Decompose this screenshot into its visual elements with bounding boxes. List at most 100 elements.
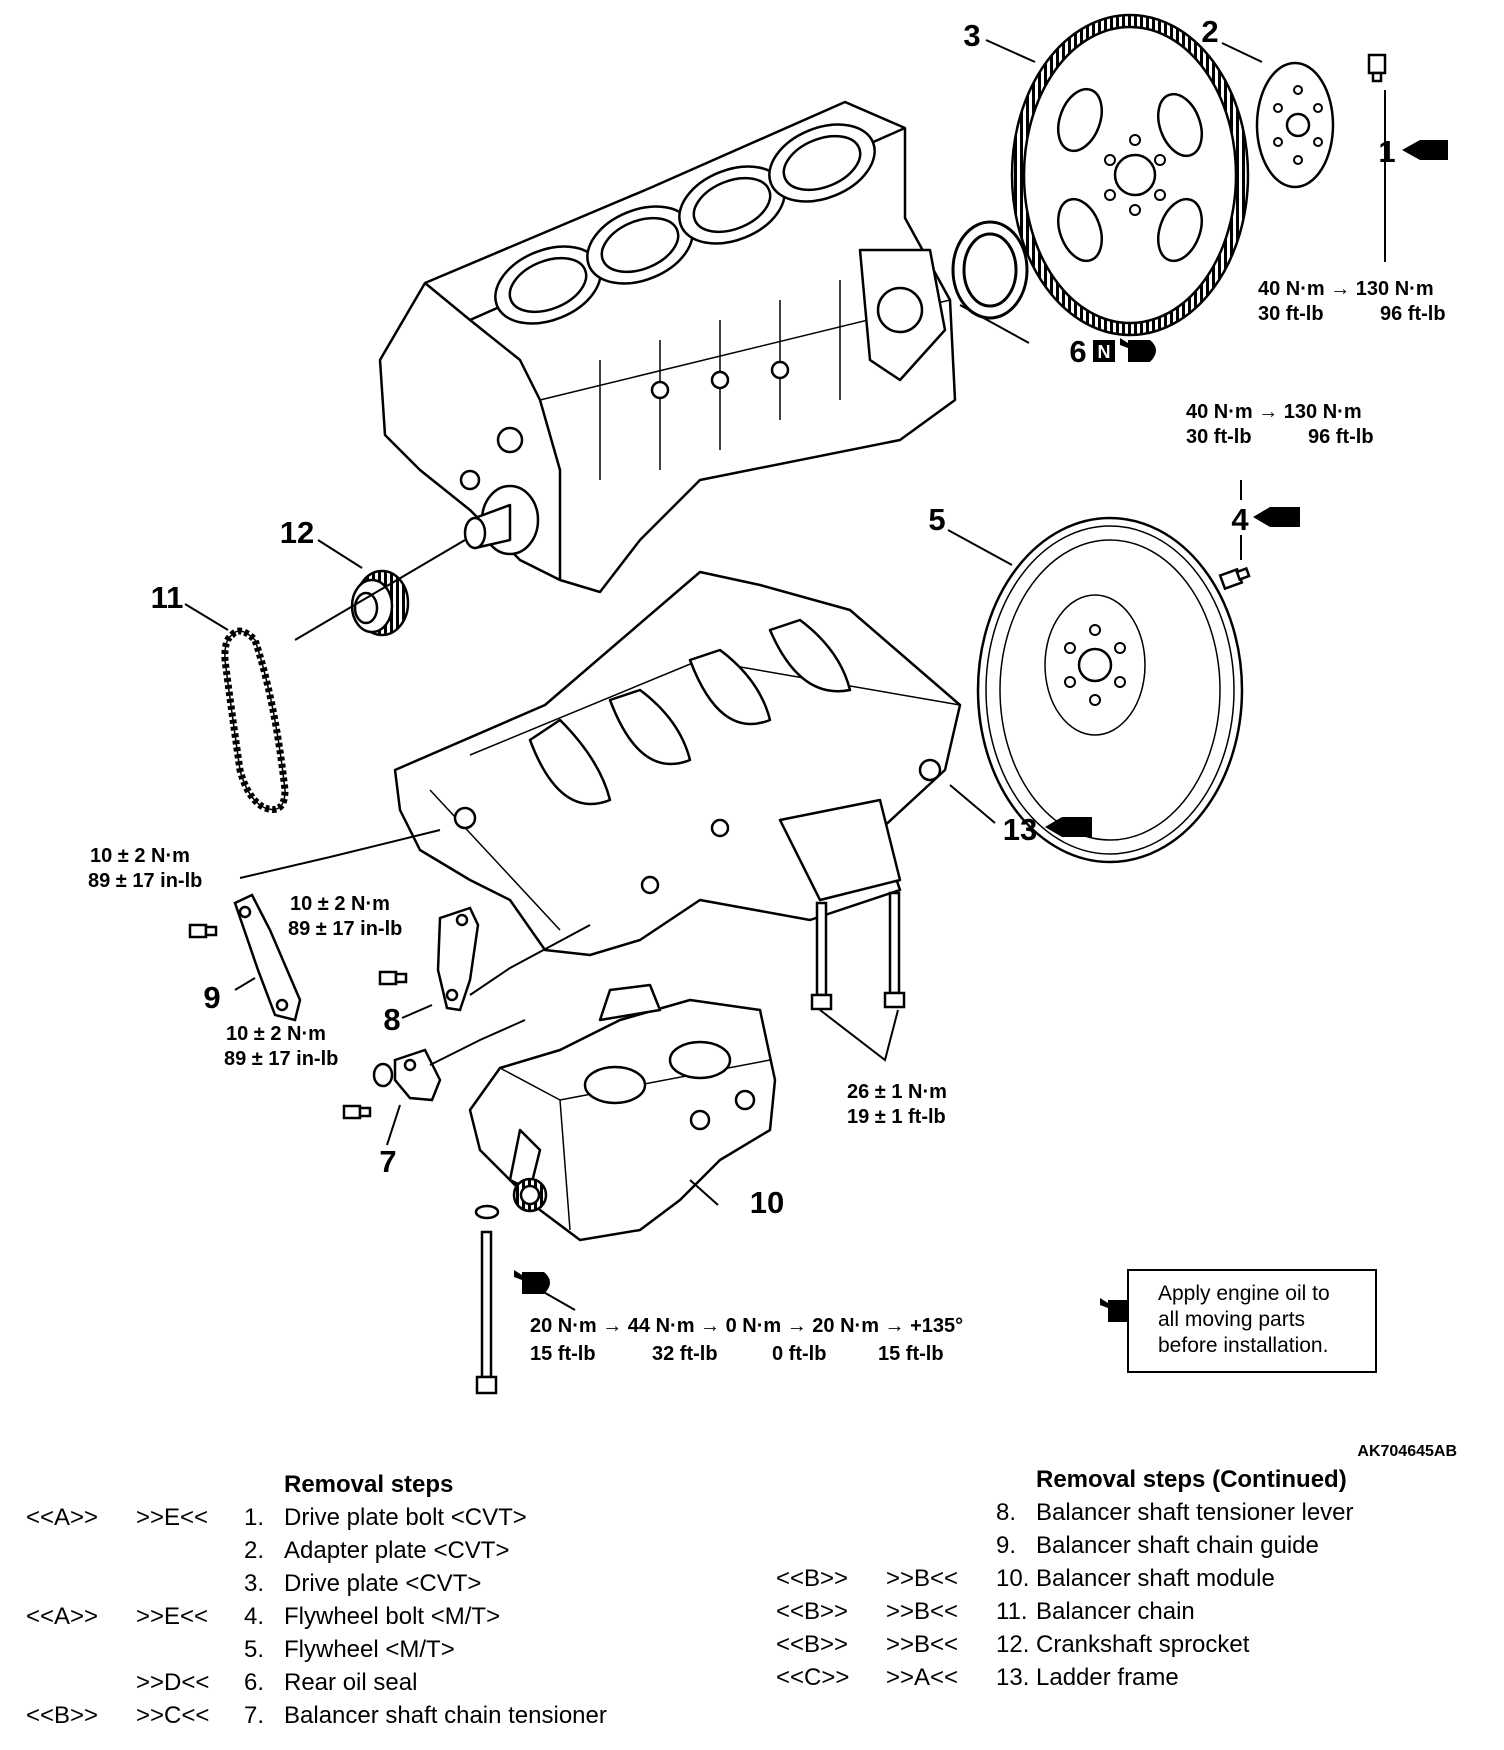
- bolt-arrow-markers: [1045, 140, 1448, 837]
- step-number: 1.: [244, 1504, 265, 1531]
- oil-note-box: Apply engine oil to all moving parts bef…: [1127, 1269, 1377, 1373]
- step-ref-b: >>D<<: [136, 1669, 210, 1696]
- step-ref-b: >>E<<: [136, 1603, 209, 1630]
- callout-5: 5: [928, 502, 945, 537]
- bolts: [188, 53, 1387, 1395]
- removal-step-row: 8. Balancer shaft tensioner lever: [776, 1496, 1354, 1529]
- step-label: Drive plate <CVT>: [284, 1570, 482, 1597]
- removal-step-row: <<B>>>>B<<10.Balancer shaft module: [776, 1562, 1354, 1595]
- step-label: Balancer shaft module: [1036, 1565, 1275, 1592]
- torque-module-nm: 26 ± 1 N·m: [847, 1081, 947, 1103]
- torque-flywheel-ftlb-b: 96 ft-lb: [1308, 426, 1374, 448]
- cylinder-block: [378, 100, 957, 594]
- step-number: 3.: [244, 1570, 265, 1597]
- step-ref-b: >>C<<: [136, 1702, 210, 1729]
- step-number: 5.: [244, 1636, 265, 1663]
- step-ref-a: [26, 1666, 136, 1699]
- balancer-shaft-module: [468, 983, 777, 1242]
- step-label: Balancer shaft tensioner lever: [1036, 1499, 1354, 1526]
- removal-steps-left: Removal steps <<A>> >>E<< 1. Drive plate bo…: [26, 1468, 607, 1732]
- oil-note-line1: Apply engine oil to: [1158, 1282, 1330, 1305]
- step-ref-b: >>A<<: [886, 1664, 959, 1691]
- step-number: 12.: [996, 1631, 1030, 1658]
- torque-guide-nm: 10 ± 2 N·m: [90, 845, 190, 867]
- step-ref-b: [886, 1496, 996, 1529]
- callout-11: 11: [151, 580, 184, 615]
- removal-step-row: 9.Balancer shaft chain guide: [776, 1529, 1354, 1562]
- balancer-shaft-chain-tensioner: [372, 1048, 442, 1102]
- torque-guide-inlb: 89 ± 17 in-lb: [88, 870, 202, 892]
- balancer-shaft-tensioner-lever: [436, 906, 480, 1012]
- step-ref-b: >>B<<: [886, 1565, 959, 1592]
- callout-7: 7: [379, 1144, 396, 1179]
- removal-step-row: 5. Flywheel <M/T>: [26, 1633, 607, 1666]
- torque-tensioner-inlb: 89 ± 17 in-lb: [224, 1048, 338, 1070]
- callout-9: 9: [203, 980, 220, 1015]
- svg-text:N: N: [1098, 342, 1111, 362]
- step-label: Crankshaft sprocket: [1036, 1631, 1250, 1658]
- removal-step-row: <<B>>>>C<<7.Balancer shaft chain tension…: [26, 1699, 607, 1732]
- step-ref-a: <<C>>: [776, 1664, 850, 1691]
- callout-13: 13: [1003, 812, 1037, 847]
- callout-1: 1: [1378, 134, 1395, 169]
- step-number: 11.: [996, 1598, 1028, 1625]
- removal-step-row: 3. Drive plate <CVT>: [26, 1567, 607, 1600]
- removal-step-row: >>D<< 6. Rear oil seal: [26, 1666, 607, 1699]
- step-ref-b: [136, 1633, 244, 1666]
- leader-lines: [184, 39, 1386, 1311]
- oil-note-line3: before installation.: [1158, 1334, 1328, 1357]
- step-ref-b: [136, 1534, 244, 1567]
- removal-steps-title: Removal steps: [284, 1471, 454, 1498]
- callout-10: 10: [750, 1185, 784, 1220]
- step-ref-a: <<B>>: [776, 1631, 849, 1658]
- step-ref-a: <<A>>: [26, 1603, 99, 1630]
- removal-steps-continued-title: Removal steps (Continued): [1036, 1466, 1347, 1493]
- drive-plate: [1010, 13, 1250, 337]
- oil-can-icon: [1120, 338, 1156, 362]
- step-number: 8.: [996, 1499, 1017, 1526]
- removal-step-row: <<A>>>>E<<1.Drive plate bolt <CVT>: [26, 1501, 607, 1534]
- crankshaft-sprocket: [350, 569, 410, 637]
- torque-lever-inlb: 89 ± 17 in-lb: [288, 918, 402, 940]
- balancer-shaft-chain-guide: [233, 893, 302, 1022]
- oil-can-icon: [514, 1270, 550, 1294]
- step-ref-b: >>E<<: [136, 1504, 209, 1531]
- removal-step-row: <<A>> >>E<< 4. Flywheel bolt <M/T>: [26, 1600, 607, 1633]
- callout-3: 3: [963, 18, 980, 53]
- step-label: Drive plate bolt <CVT>: [284, 1504, 527, 1531]
- step-ref-b: >>B<<: [886, 1631, 959, 1658]
- torque-ladder-ft3: 0 ft-lb: [772, 1343, 826, 1365]
- step-ref-a: [776, 1529, 886, 1562]
- step-number: 2.: [244, 1537, 265, 1564]
- torque-flywheel-nm: 40 N·m → 130 N·m: [1186, 401, 1362, 423]
- step-ref-a: [26, 1567, 136, 1600]
- step-ref-a: <<B>>: [26, 1702, 99, 1729]
- removal-steps-right: Removal steps (Continued) 8. Balancer sha…: [776, 1463, 1354, 1694]
- balancer-chain: [221, 627, 289, 813]
- step-label: Balancer shaft chain guide: [1036, 1532, 1319, 1559]
- step-number: 4.: [244, 1603, 265, 1630]
- torque-lever-nm: 10 ± 2 N·m: [290, 893, 390, 915]
- callout-8: 8: [383, 1002, 400, 1037]
- step-label: Adapter plate <CVT>: [284, 1537, 510, 1564]
- torque-ladder-ft4: 15 ft-lb: [878, 1343, 944, 1365]
- step-label: Ladder frame: [1036, 1664, 1179, 1691]
- step-ref-b: [886, 1529, 996, 1562]
- step-label: Rear oil seal: [284, 1669, 418, 1696]
- step-ref-b: >>B<<: [886, 1598, 959, 1625]
- torque-module-ftlb: 19 ± 1 ft-lb: [847, 1106, 946, 1128]
- step-label: Flywheel <M/T>: [284, 1636, 455, 1663]
- step-label: Balancer chain: [1036, 1598, 1195, 1625]
- removal-step-row: <<B>>>>B<<11.Balancer chain: [776, 1595, 1354, 1628]
- step-ref-a: [26, 1534, 136, 1567]
- callout-12: 12: [280, 515, 314, 550]
- oil-note-line2: all moving parts: [1158, 1308, 1305, 1331]
- exploded-diagram: N 3 2 1 6 4 5 13 12 11 9 8 7 10 40 N·m →…: [88, 13, 1457, 1460]
- step-label: Flywheel bolt <M/T>: [284, 1603, 501, 1630]
- step-ref-b: [136, 1567, 244, 1600]
- torque-drive-plate-ftlb-b: 96 ft-lb: [1380, 303, 1446, 325]
- step-number: 6.: [244, 1669, 265, 1696]
- torque-flywheel-ftlb-a: 30 ft-lb: [1186, 426, 1252, 448]
- removal-step-row: 2. Adapter plate <CVT>: [26, 1534, 607, 1567]
- torque-drive-plate-nm: 40 N·m → 130 N·m: [1258, 278, 1434, 300]
